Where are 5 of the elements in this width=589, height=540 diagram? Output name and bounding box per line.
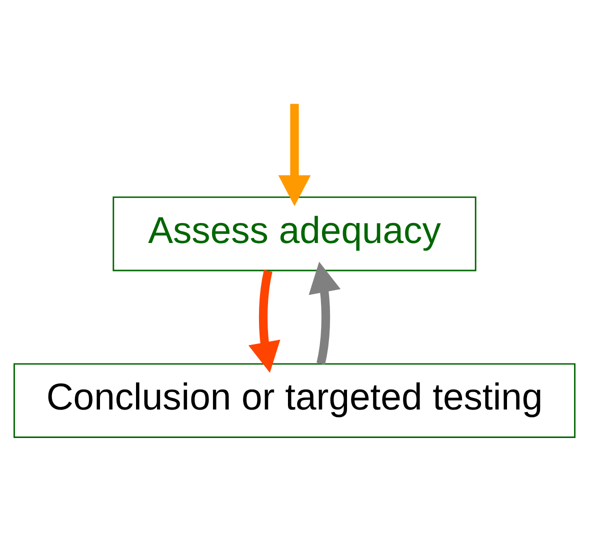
arrow <box>278 104 311 206</box>
node-box: Assess adequacy <box>112 196 476 272</box>
node-box: Conclusion or targeted testing <box>14 363 576 438</box>
arrow <box>308 262 341 365</box>
arrow <box>248 270 280 373</box>
